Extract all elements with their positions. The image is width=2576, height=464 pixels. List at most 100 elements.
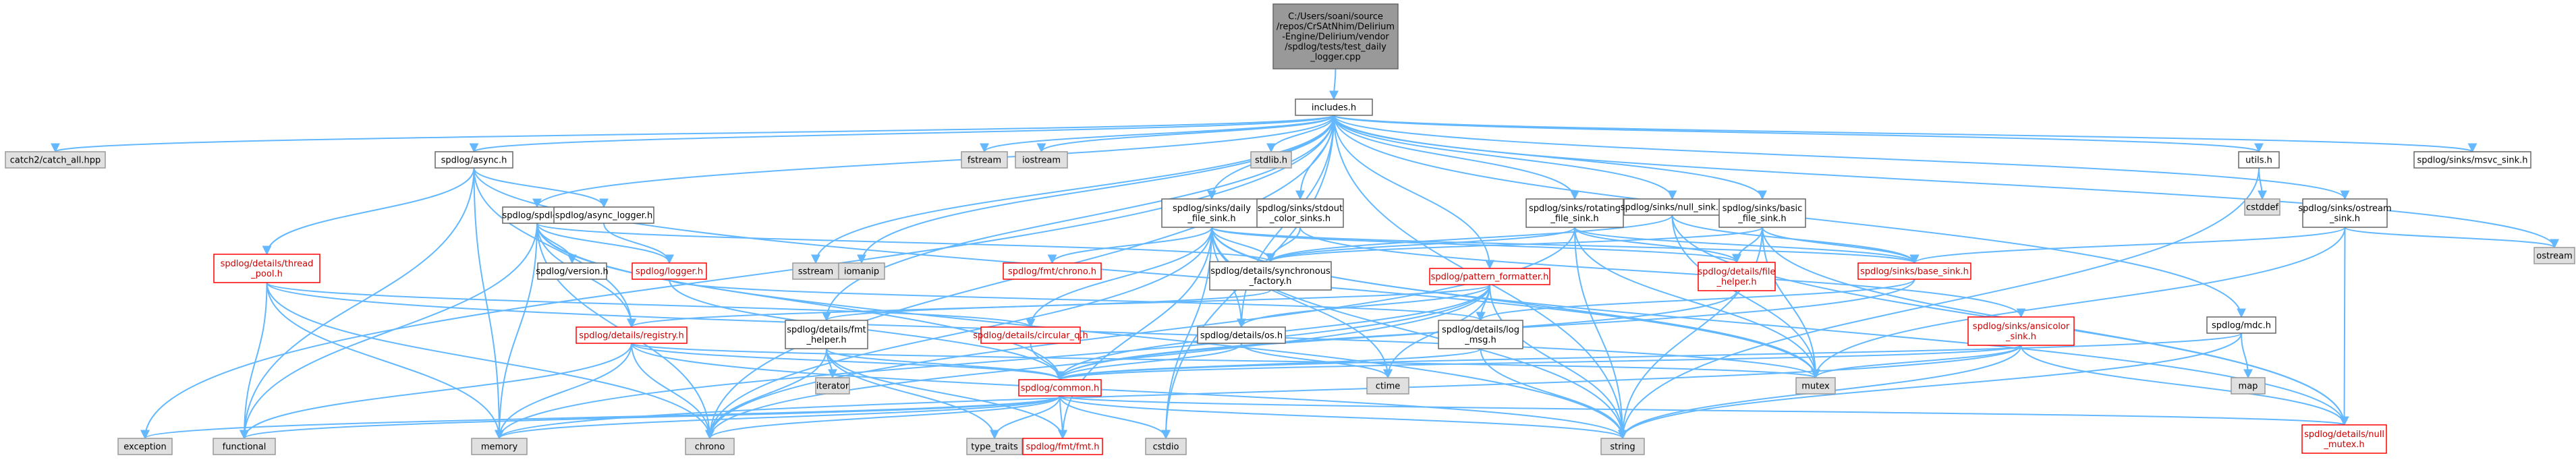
node-fmtfmt[interactable]: spdlog/fmt/fmt.h — [1022, 438, 1103, 455]
edge-stdout-to-ansicolor — [1299, 227, 2026, 318]
edge-osh-to-ctime — [1241, 343, 1393, 379]
node-utils[interactable]: utils.h — [2238, 151, 2280, 169]
edge-ostreamsink-to-basesink — [1909, 227, 2346, 264]
node-msvc[interactable]: spdlog/sinks/msvc_sink.h — [2413, 151, 2531, 169]
node-label: utils.h — [2245, 156, 2272, 166]
node-box — [1161, 198, 1262, 228]
node-label: _logger.cpp — [1310, 53, 1361, 63]
node-label: spdlog/common.h — [1021, 384, 1099, 394]
node-ansicolor[interactable]: spdlog/sinks/ansicolor_sink.h — [1967, 316, 2075, 346]
node-iostream: iostream — [1015, 151, 1068, 169]
node-label: type_traits — [971, 442, 1018, 453]
node-fmthelper[interactable]: spdlog/details/fmt_helper.h — [785, 320, 868, 349]
edge-mdc-to-common — [1055, 332, 2242, 381]
edge-logger-to-logmsg — [669, 279, 1485, 322]
node-box — [1272, 3, 1399, 69]
edge-threadpool-to-circularq — [266, 282, 1036, 328]
node-string: string — [1600, 438, 1645, 455]
node-box — [1256, 198, 1344, 228]
node-common[interactable]: spdlog/common.h — [1018, 379, 1102, 397]
edge-ostreamsink-to-mutex — [1811, 227, 2346, 379]
edge-async-to-threadpool — [262, 167, 475, 256]
node-label: _file_sink.h — [1737, 214, 1786, 224]
node-label: spdlog/details/file — [1698, 267, 1776, 277]
node-syncfactory[interactable]: spdlog/details/synchronous_factory.h — [1209, 261, 1332, 291]
edge-includes-to-rotating — [1333, 115, 1579, 200]
node-box — [537, 262, 607, 280]
edge-includes-to-ostream — [1333, 115, 2559, 249]
node-functional: functional — [213, 438, 276, 455]
edge-includes-to-fmthelper — [822, 115, 1335, 322]
node-logger[interactable]: spdlog/logger.h — [632, 262, 707, 280]
node-stdout[interactable]: spdlog/sinks/stdout_color_sinks.h — [1256, 198, 1344, 228]
edge-rotating-to-mutex — [1574, 227, 1820, 379]
node-label: spdlog/details/circular_q.h — [973, 331, 1088, 341]
node-box — [1145, 438, 1187, 455]
edge-threadpool-to-chrono — [266, 282, 715, 440]
node-label: spdlog/logger.h — [636, 267, 703, 277]
edge-includes-to-sstream — [811, 115, 1335, 264]
node-basic[interactable]: spdlog/sinks/basic_file_sink.h — [1718, 198, 1806, 228]
node-mdc[interactable]: spdlog/mdc.h — [2206, 316, 2276, 334]
node-filehelper[interactable]: spdlog/details/file_helper.h — [1698, 262, 1776, 291]
node-label: spdlog/sinks/ansicolor — [1973, 322, 2070, 332]
node-label: catch2/catch_all.hpp — [10, 156, 101, 166]
node-label: chrono — [695, 442, 725, 453]
node-circularq[interactable]: spdlog/details/circular_q.h — [973, 326, 1088, 344]
node-box — [2302, 198, 2388, 228]
node-nullmutex[interactable]: spdlog/details/null_mutex.h — [2301, 424, 2387, 454]
node-daily[interactable]: spdlog/sinks/daily_file_sink.h — [1161, 198, 1262, 228]
node-box — [1197, 326, 1286, 344]
node-label: functional — [223, 442, 267, 453]
node-box — [2533, 247, 2575, 264]
node-label: fstream — [968, 156, 1001, 166]
edge-includes-to-msvc — [1333, 115, 2477, 153]
node-box — [1698, 262, 1776, 291]
node-box — [1250, 151, 1292, 169]
node-box — [1525, 198, 1624, 228]
node-box — [1967, 316, 2075, 346]
edge-fmthelper-to-chrono — [705, 348, 827, 440]
node-registry[interactable]: spdlog/details/registry.h — [576, 326, 688, 344]
node-asynclogger[interactable]: spdlog/async_logger.h — [553, 206, 654, 224]
node-version[interactable]: spdlog/version.h — [536, 262, 609, 280]
edge-registry-to-string — [631, 343, 1627, 440]
node-includes[interactable]: includes.h — [1295, 98, 1373, 116]
node-label: _helper.h — [806, 335, 846, 345]
node-box — [471, 438, 528, 455]
node-threadpool[interactable]: spdlog/details/thread_pool.h — [213, 254, 320, 283]
node-label: spdlog/async_logger.h — [555, 211, 652, 221]
node-label: spdlog/details/synchronous — [1210, 266, 1331, 277]
node-root[interactable]: C:/Users/soani/source/repos/CrSAtNhim/De… — [1272, 3, 1399, 69]
node-chrono: chrono — [685, 438, 735, 455]
node-osh[interactable]: spdlog/details/os.h — [1197, 326, 1286, 344]
edge-includes-to-iostream — [1036, 115, 1335, 153]
node-box — [553, 206, 654, 224]
node-box — [966, 438, 1023, 455]
edge-spdlogh-to-logger — [536, 223, 674, 264]
edge-rotating-to-string — [1574, 227, 1627, 440]
edge-includes-to-spdlogh — [532, 115, 1335, 208]
node-box — [5, 151, 106, 169]
node-async[interactable]: spdlog/async.h — [435, 151, 513, 169]
node-logmsg[interactable]: spdlog/details/log_msg.h — [1438, 320, 1523, 349]
node-box — [815, 377, 850, 395]
edge-common-to-chrono — [705, 395, 1061, 440]
node-box — [1018, 379, 1102, 397]
node-patternfmt[interactable]: spdlog/pattern_formatter.h — [1429, 268, 1550, 285]
node-rotating[interactable]: spdlog/sinks/rotating_file_sink.h — [1525, 198, 1624, 228]
edge-common-to-typetraits — [990, 395, 1061, 440]
node-basesink[interactable]: spdlog/sinks/base_sink.h — [1857, 262, 1971, 280]
node-label: cstdio — [1153, 442, 1179, 453]
edge-async-to-asynclogger — [473, 167, 609, 208]
node-nullsink[interactable]: spdlog/sinks/null_sink.h — [1621, 198, 1725, 216]
edge-threadpool-to-functional — [240, 282, 268, 440]
node-ostreamsink[interactable]: spdlog/sinks/ostream_sink.h — [2298, 198, 2392, 228]
node-box — [980, 326, 1081, 344]
node-label: C:/Users/soani/source — [1288, 12, 1383, 22]
node-fmtchrono[interactable]: spdlog/fmt/chrono.h — [1003, 262, 1102, 280]
node-label: _file_sink.h — [1187, 214, 1235, 224]
edge-rotating-to-basesink — [1574, 227, 1920, 264]
edge-async-to-memory — [473, 167, 504, 440]
